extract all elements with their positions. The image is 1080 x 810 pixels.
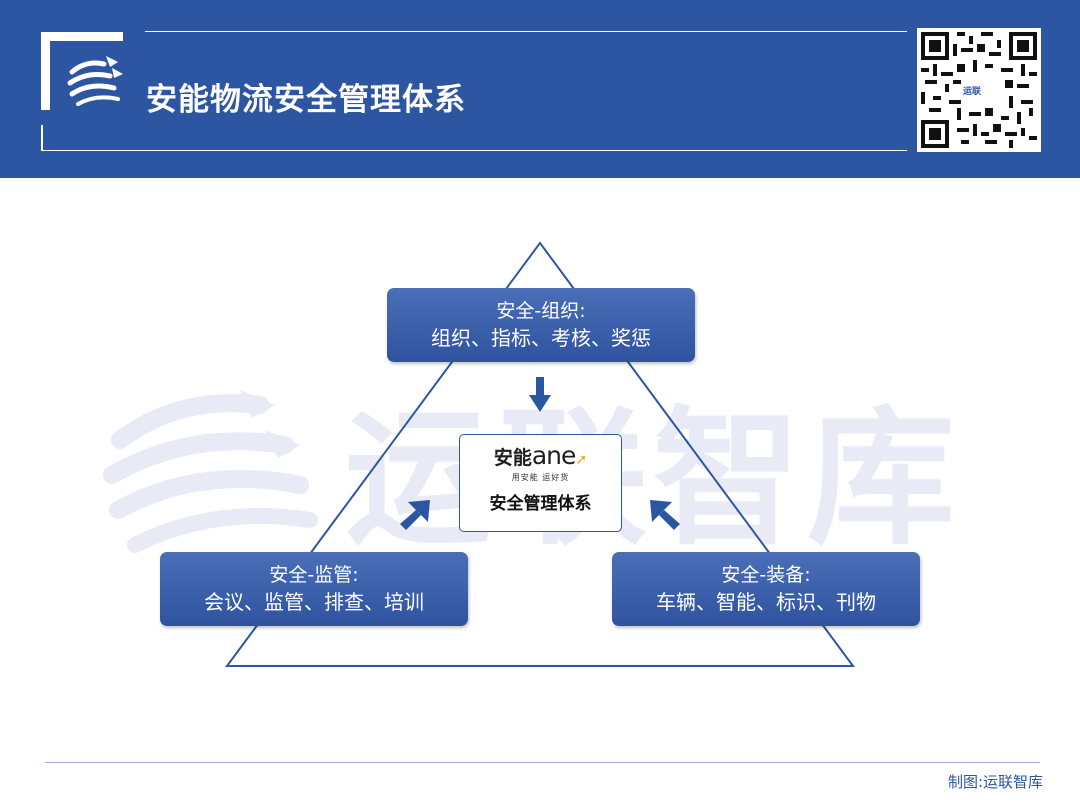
brand-arrow-icon: ➚ [575,452,588,468]
safety-organization-heading: 安全-组织: [496,300,586,322]
triangle-outline [225,241,855,667]
center-title: 安全管理体系 [489,494,592,514]
footer-credit: 制图:运联智库 [947,773,1043,791]
safety-equipment-box: 安全-装备: 车辆、智能、标识、刊物 [612,552,920,626]
safety-organization-box: 安全-组织: 组织、指标、考核、奖惩 [387,288,695,362]
safety-supervision-box: 安全-监管: 会议、监管、排查、培训 [160,552,468,626]
page-title: 安能物流安全管理体系 [146,82,466,118]
safety-equipment-items: 车辆、智能、标识、刊物 [656,590,876,614]
arrow-down-icon [529,377,551,412]
ane-brand-logo: 安能ane➚ [460,441,621,472]
yunlian-logo-icon [67,56,123,106]
footer-divider [45,762,1040,763]
qr-code: 运联 [917,28,1041,152]
arrow-up-left-icon [650,500,680,530]
header-bracket-tick [41,125,43,150]
header-bracket-left [41,32,50,110]
qr-code-icon [921,32,1037,148]
header-rule-top [145,31,907,32]
header-bracket-top [41,32,123,41]
brand-english-name: ane [531,441,577,470]
qr-center-label: 运联 [963,87,982,97]
brand-chinese-name: 安能 [493,447,532,469]
safety-supervision-heading: 安全-监管: [269,564,359,586]
safety-equipment-heading: 安全-装备: [721,564,811,586]
brand-slogan: 用安能 运好货 [511,473,570,482]
safety-supervision-items: 会议、监管、排查、培训 [204,590,424,614]
arrow-up-right-icon [400,500,430,530]
header-banner: 安能物流安全管理体系 运联 [0,0,1080,178]
header-rule-bottom [41,150,907,151]
center-system-box: 安能ane➚ 用安能 运好货 安全管理体系 [459,434,622,532]
watermark-text: 运联智库 [345,393,961,565]
safety-organization-items: 组织、指标、考核、奖惩 [431,326,651,350]
